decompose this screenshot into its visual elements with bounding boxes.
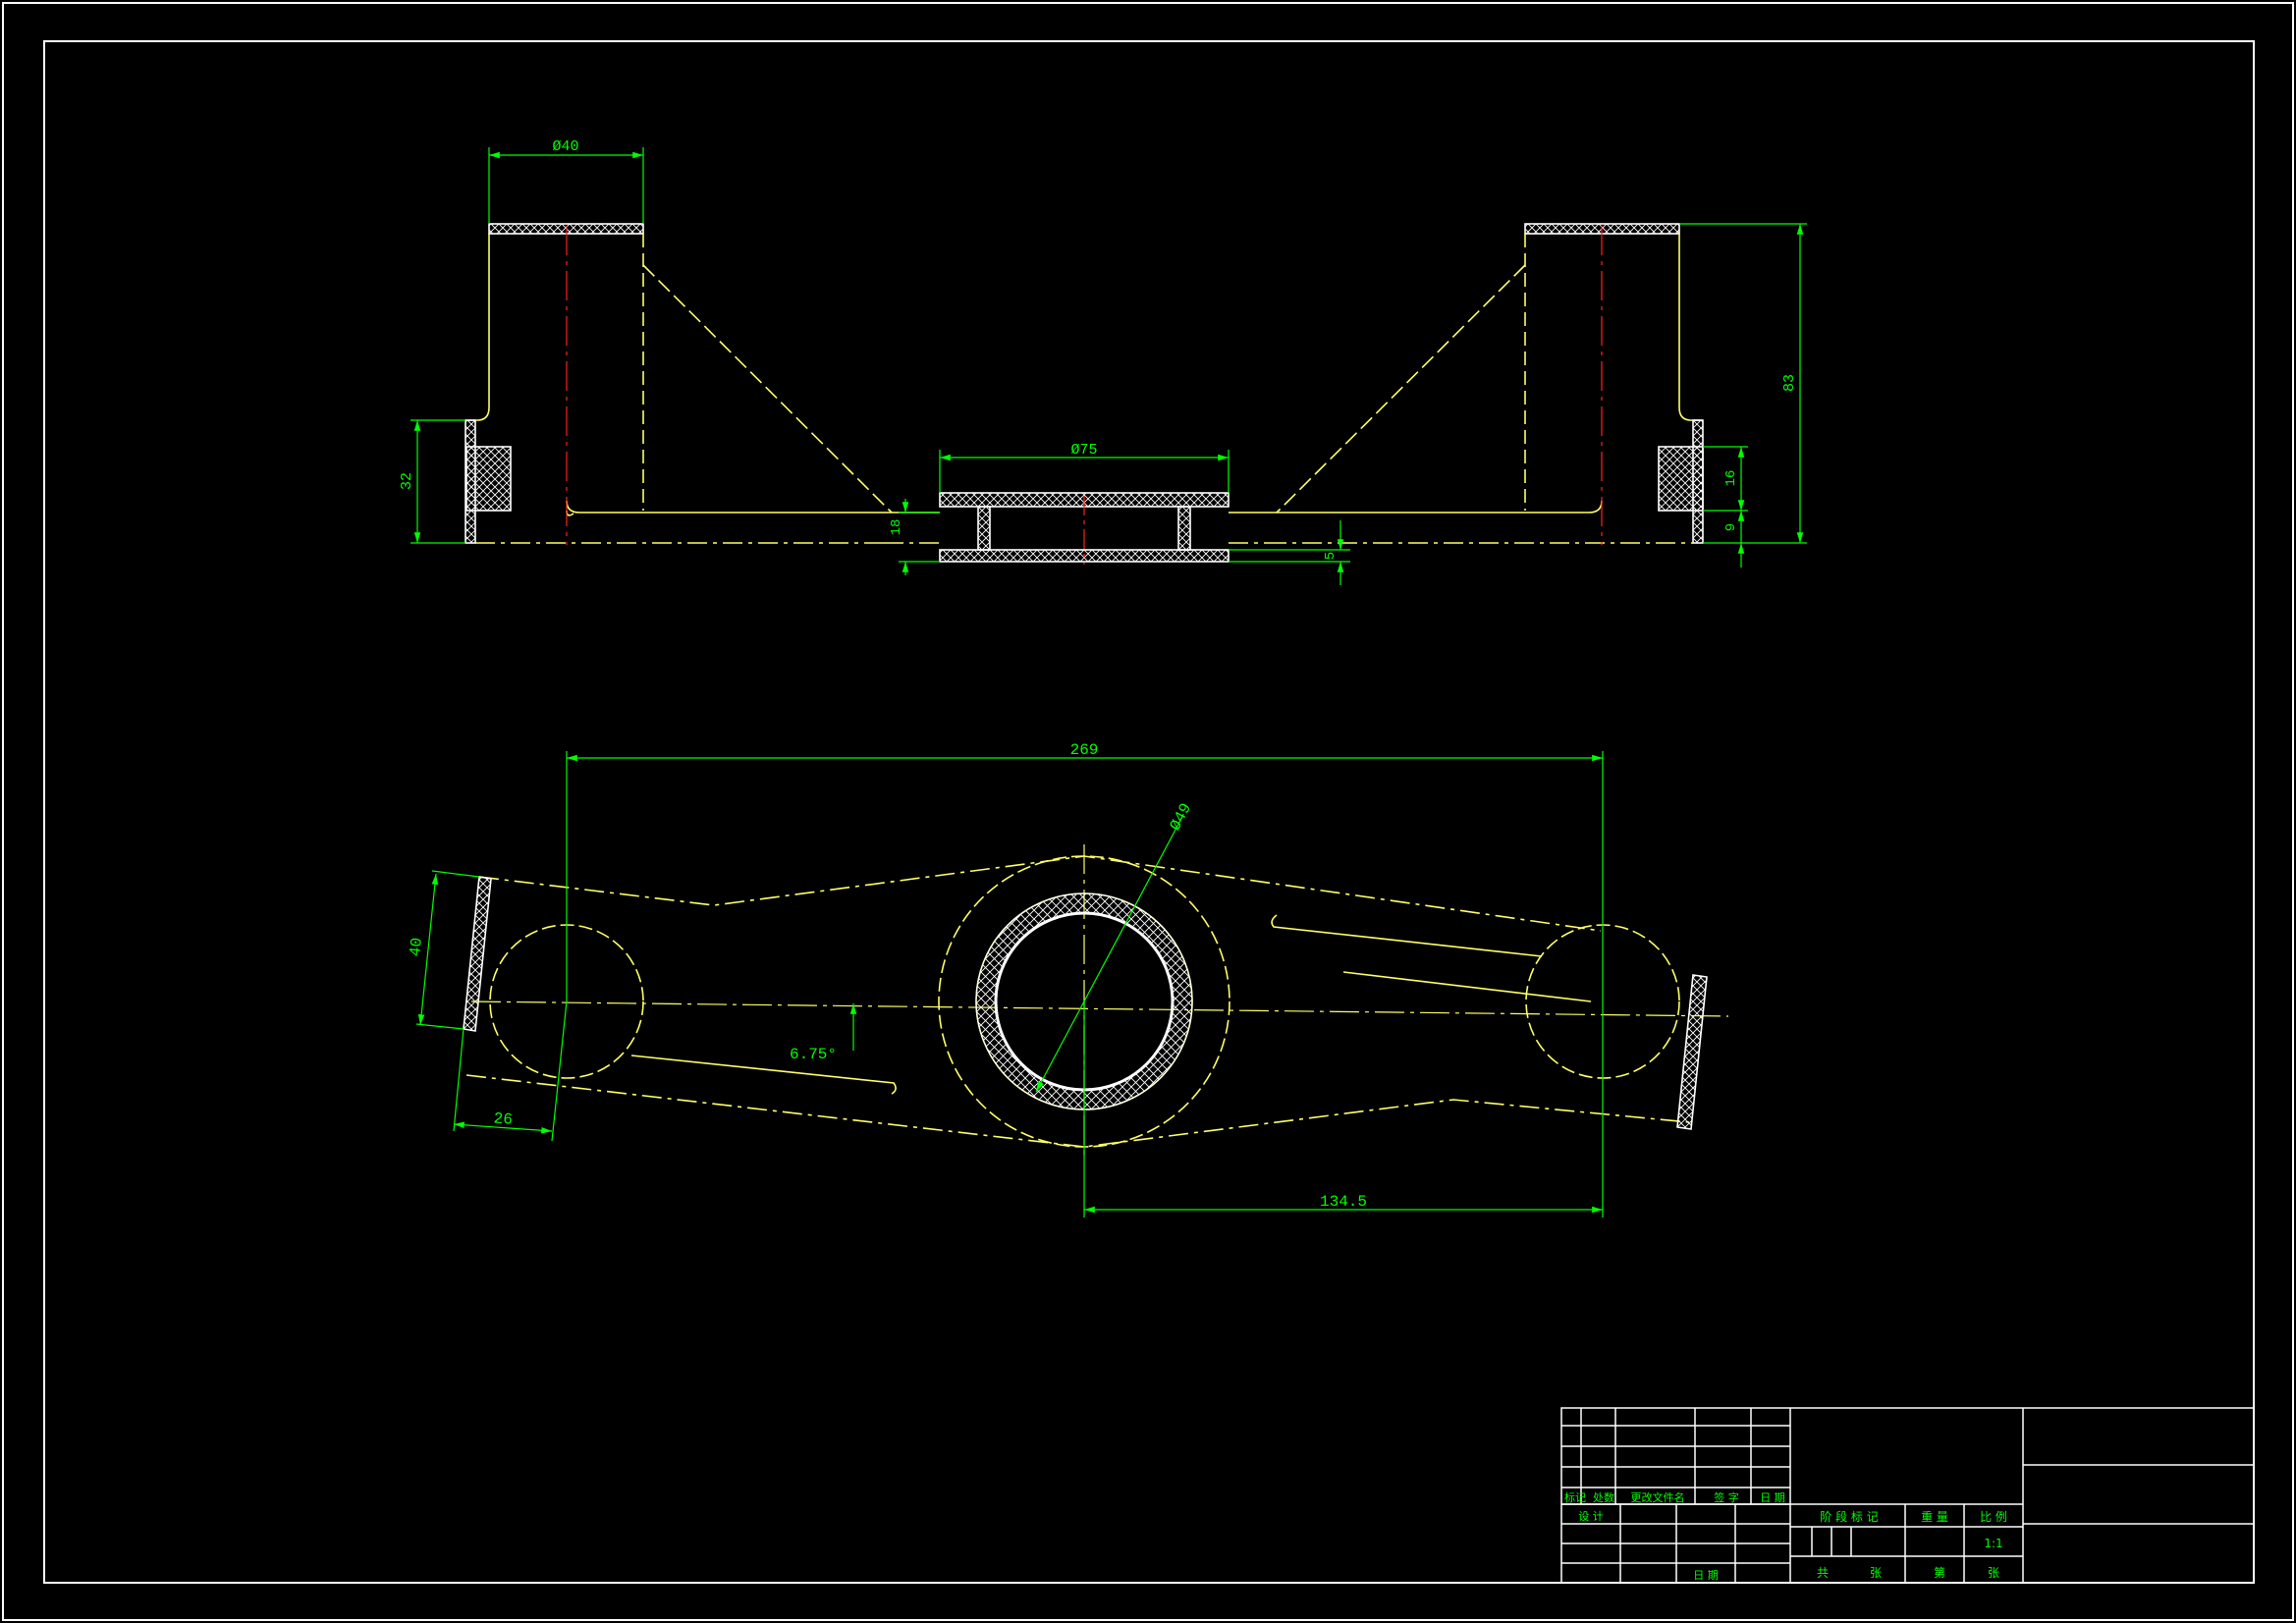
total-sheets-unit: 张 xyxy=(1870,1566,1882,1580)
elevation-view xyxy=(465,223,1704,565)
dim-boss-diameter: Ø40 xyxy=(552,138,578,155)
left-end-plate xyxy=(463,876,492,1032)
dim-overall-length: 269 xyxy=(1070,741,1099,759)
design-label: 设 计 xyxy=(1578,1510,1604,1523)
dim-plate-18: 18 xyxy=(889,519,904,536)
dim-angle: 6.75° xyxy=(790,1046,837,1063)
sheet-number-label: 第 xyxy=(1934,1566,1945,1580)
dim-end-width: 40 xyxy=(407,937,426,957)
scale-label: 比 例 xyxy=(1980,1510,2007,1524)
elevation-dimensions xyxy=(410,147,1807,585)
center-rib-right xyxy=(1177,506,1191,551)
plan-dimensions xyxy=(415,751,1604,1217)
title-block-labels: 标记 处数 更改文件名 签 字 日 期 设 计 日 期 阶 段 标 记 重 量 … xyxy=(1564,1490,2007,1582)
left-flange-insert xyxy=(465,446,512,512)
dim-plate-5: 5 xyxy=(1323,552,1339,560)
rev-header-doc: 更改文件名 xyxy=(1631,1490,1685,1504)
dim-end-offset: 26 xyxy=(493,1109,513,1128)
rev-header-date: 日 期 xyxy=(1760,1491,1785,1504)
total-sheets-label: 共 xyxy=(1817,1566,1829,1580)
dim-flange-16: 16 xyxy=(1723,470,1739,487)
hub-ring-hatch xyxy=(975,893,1193,1110)
center-rib-left xyxy=(977,506,991,551)
dim-overall-height: 83 xyxy=(1781,374,1798,392)
dim-center-diameter: Ø75 xyxy=(1070,442,1097,459)
elevation-dimension-labels: Ø40 Ø75 32 83 16 9 18 5 xyxy=(399,138,1798,560)
right-flange-insert xyxy=(1658,446,1704,512)
dim-hub-diameter: Ø49 xyxy=(1167,800,1195,834)
dim-flange-9: 9 xyxy=(1723,523,1739,531)
title-block xyxy=(1560,1407,2255,1584)
inner-border xyxy=(43,40,2255,1584)
plan-dimension-labels: 269 134.5 Ø49 40 26 6.75° xyxy=(407,741,1367,1211)
weight-label: 重 量 xyxy=(1921,1510,1948,1524)
rev-header-sign: 签 字 xyxy=(1714,1490,1739,1504)
rev-header-mark: 标记 xyxy=(1564,1490,1586,1504)
right-end-plate xyxy=(1676,974,1708,1130)
sheet-number-unit: 张 xyxy=(1988,1566,1999,1580)
dim-half-length: 134.5 xyxy=(1320,1193,1367,1211)
rev-header-count: 处数 xyxy=(1593,1491,1614,1504)
dim-flange-height: 32 xyxy=(399,472,415,490)
date-label: 日 期 xyxy=(1693,1569,1719,1582)
stage-label: 阶 段 标 记 xyxy=(1820,1509,1878,1524)
scale-value: 1:1 xyxy=(1984,1537,2002,1550)
plan-view xyxy=(463,844,1729,1159)
